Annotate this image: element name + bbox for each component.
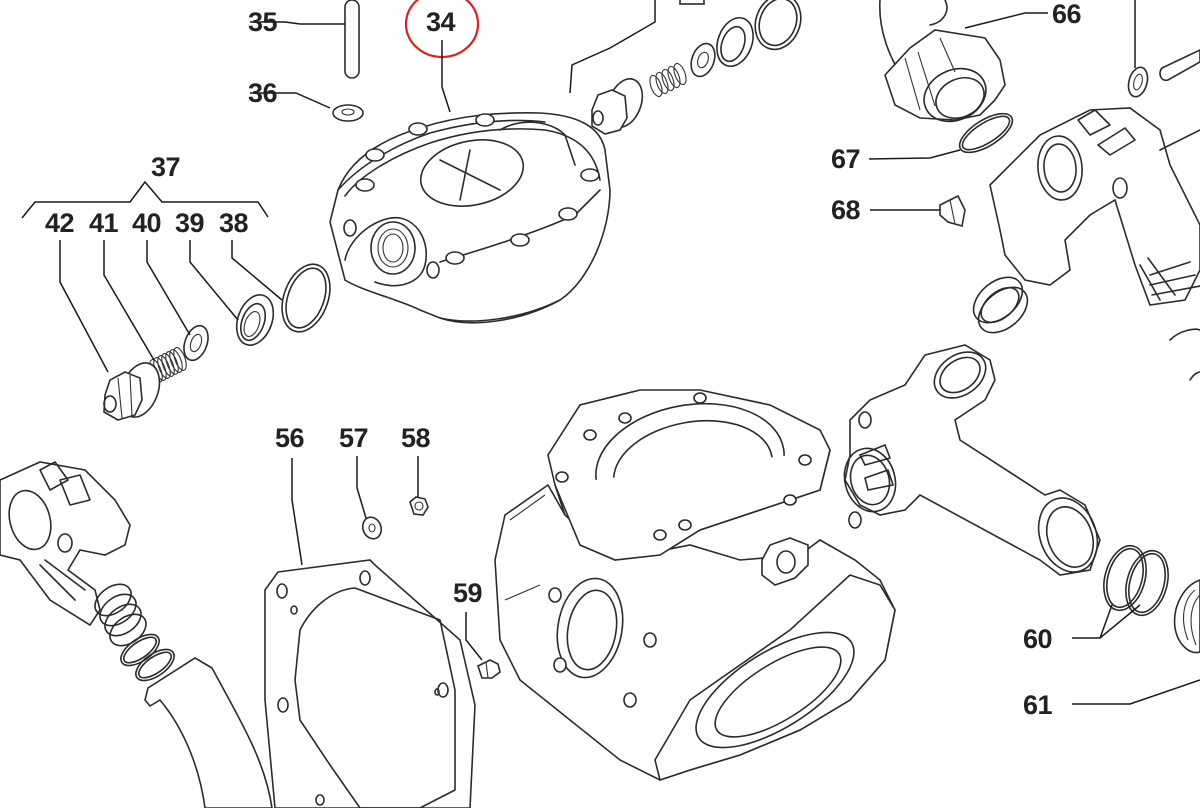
label-59[interactable]: 59 <box>453 578 483 608</box>
leader-41 <box>103 240 155 361</box>
part-38-oring[interactable] <box>273 258 338 339</box>
leader-42 <box>59 240 109 373</box>
label-66[interactable]: 66 <box>1052 0 1082 29</box>
leader-34 <box>441 86 451 113</box>
leader-59 <box>465 612 483 661</box>
leader-35 <box>250 21 301 25</box>
label-67[interactable]: 67 <box>831 144 861 174</box>
manifold-upper[interactable] <box>989 107 1200 306</box>
leader-38 <box>231 240 283 301</box>
part-34-head[interactable] <box>329 112 611 324</box>
part-66-elbow[interactable] <box>879 0 1006 131</box>
leader-66 <box>964 12 1048 29</box>
part-top-right-pin[interactable] <box>1159 49 1200 82</box>
bracket-37 <box>21 180 269 219</box>
leader-56 <box>291 458 303 566</box>
label-56[interactable]: 56 <box>275 423 305 453</box>
label-58[interactable]: 58 <box>401 423 431 453</box>
part-39-seat[interactable] <box>230 290 280 350</box>
part-36-washer[interactable] <box>332 104 364 122</box>
orings-lower-left[interactable] <box>116 628 180 686</box>
part-top-right-washer[interactable] <box>1125 65 1150 99</box>
label-35[interactable]: 35 <box>248 7 278 37</box>
part-57-washer[interactable] <box>360 515 384 542</box>
label-42[interactable]: 42 <box>45 208 75 238</box>
leader-67 <box>869 149 961 160</box>
part-60-orings[interactable] <box>1097 541 1175 620</box>
label-68[interactable]: 68 <box>831 195 861 225</box>
elbow-pipe-lower-left[interactable] <box>144 657 273 808</box>
partial-ring-right <box>1169 328 1200 381</box>
label-60[interactable]: 60 <box>1023 624 1053 654</box>
leader-39 <box>189 240 239 321</box>
part-59-bolt[interactable] <box>477 659 501 679</box>
label-34[interactable]: 34 <box>426 7 456 37</box>
partial-part-top <box>679 0 705 5</box>
part-56-gasket[interactable] <box>264 559 476 808</box>
pump-body[interactable] <box>494 389 896 782</box>
label-39[interactable]: 39 <box>175 208 205 238</box>
part-42-cage[interactable] <box>103 358 166 423</box>
part-35-pin[interactable] <box>344 0 360 79</box>
manifold-lower-left[interactable] <box>0 461 152 652</box>
label-36[interactable]: 36 <box>248 78 278 108</box>
leader-61 <box>1072 679 1200 705</box>
label-57[interactable]: 57 <box>339 423 369 453</box>
label-61[interactable]: 61 <box>1023 690 1053 720</box>
leader-36 <box>250 92 331 109</box>
tee-connector[interactable] <box>838 343 1108 581</box>
leader-57 <box>356 456 367 519</box>
leader-60b <box>1099 604 1141 639</box>
part-58-nut[interactable] <box>409 496 429 516</box>
label-40[interactable]: 40 <box>132 208 162 238</box>
part-68-key[interactable] <box>939 194 966 228</box>
label-38[interactable]: 38 <box>219 208 249 238</box>
spring-rings-right[interactable] <box>965 268 1036 342</box>
label-41[interactable]: 41 <box>89 208 119 238</box>
valve-assembly-upper[interactable] <box>591 0 808 135</box>
part-61-fitting[interactable] <box>1173 579 1200 654</box>
label-37[interactable]: 37 <box>151 152 181 182</box>
part-67-oring[interactable] <box>954 106 1019 160</box>
leader-upper-valve <box>569 0 656 94</box>
part-41-spring[interactable] <box>147 346 189 384</box>
leader-40 <box>146 240 191 336</box>
